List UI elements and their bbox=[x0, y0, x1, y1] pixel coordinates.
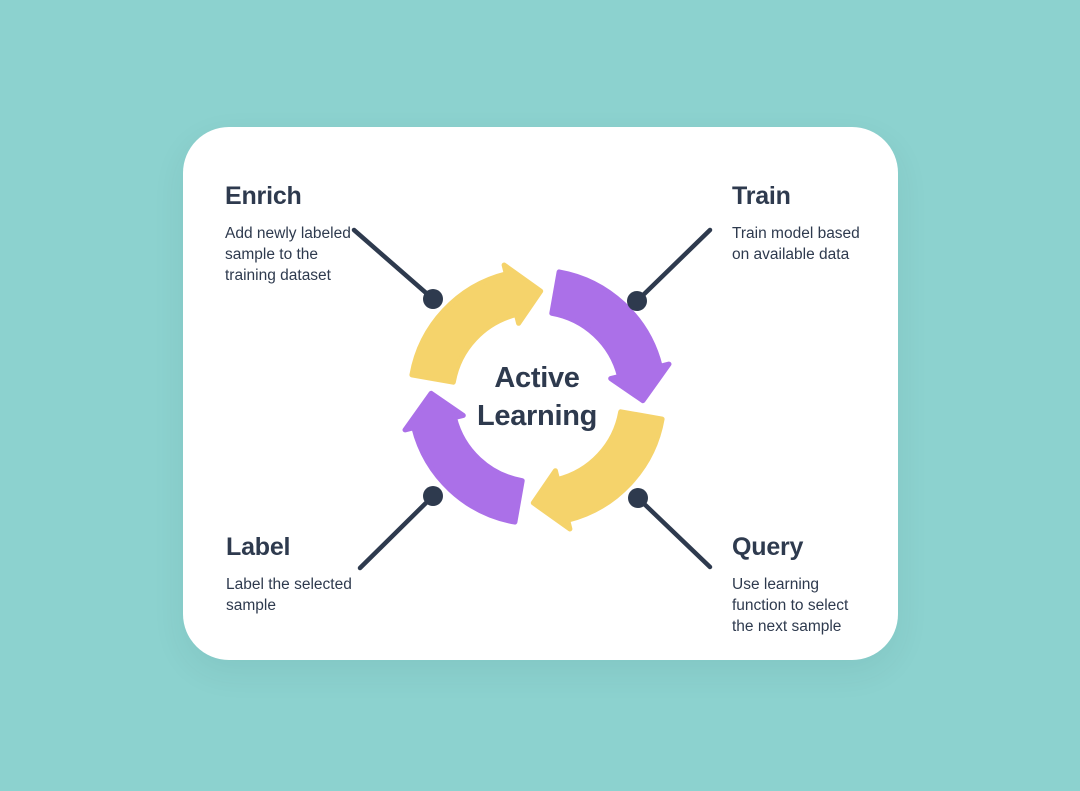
callout-train-description: Train model based on available data bbox=[732, 225, 860, 263]
callout-query-title: Query bbox=[732, 533, 804, 561]
callout-enrich: Enrich Add newly labeled sample to the t… bbox=[225, 181, 395, 286]
callout-train-title: Train bbox=[732, 182, 791, 210]
callout-label: Label Label the selected sample bbox=[226, 532, 396, 616]
callout-enrich-title: Enrich bbox=[225, 182, 302, 210]
callout-enrich-description: Add newly labeled sample to the training… bbox=[225, 225, 351, 284]
callout-train: Train Train model based on available dat… bbox=[732, 181, 902, 265]
diagram-card bbox=[183, 127, 898, 660]
callout-label-description: Label the selected sample bbox=[226, 576, 352, 614]
callout-query: Query Use learning function to select th… bbox=[732, 532, 902, 637]
diagram-title: Active Learning bbox=[476, 362, 598, 432]
callout-query-description: Use learning function to select the next… bbox=[732, 576, 849, 635]
callout-label-title: Label bbox=[226, 533, 291, 561]
